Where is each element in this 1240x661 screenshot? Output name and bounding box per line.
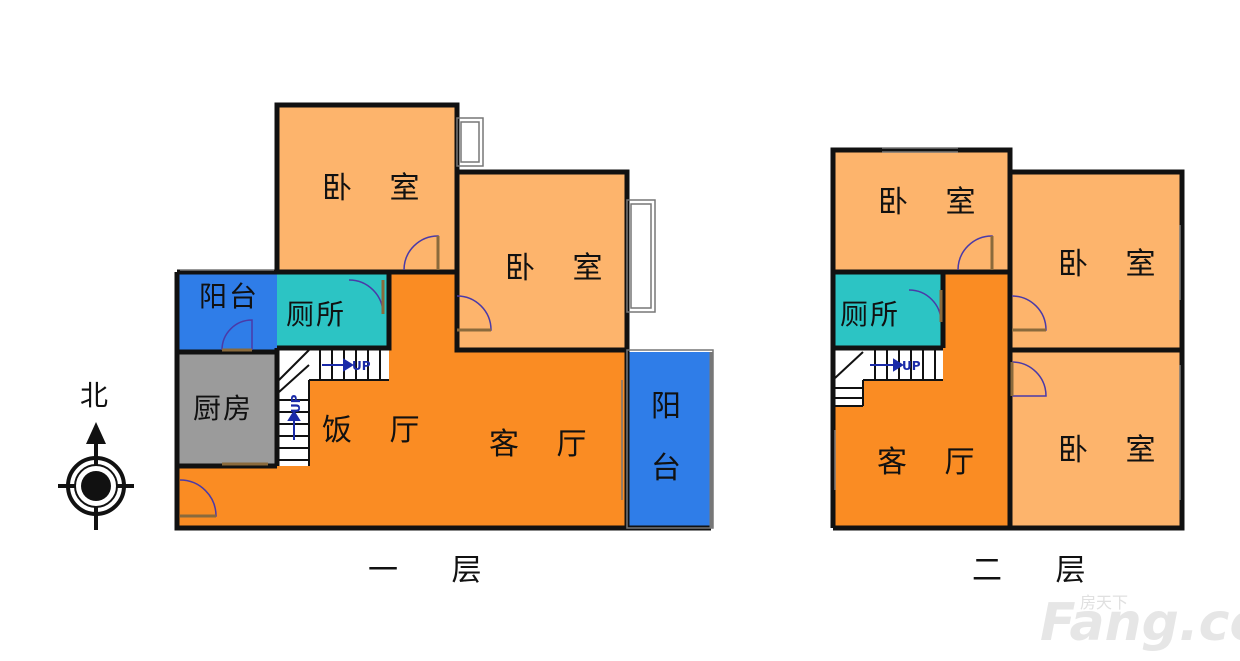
f2-toilet-label: 厕所 [840,298,900,331]
north-compass: 北 [58,379,134,530]
balcony-west-fill [177,272,277,352]
floor-1: UP UP [174,102,714,588]
stair-up-label-1: UP [352,359,371,373]
floor-1-windows [180,117,714,529]
f1-kitchen-label: 厨房 [193,392,253,425]
f1-toilet-label: 厕所 [286,298,346,331]
f1-living-label: 客 厅 [489,427,601,462]
floor-2-windows [834,147,1181,500]
toilet-fill [277,272,389,348]
f2-bedroom-nw-fill [833,150,1010,272]
f2-stair-up-label: UP [902,359,921,373]
compass-north-label: 北 [80,379,110,412]
f2-bedroom-ne-fill [1010,172,1182,350]
f1-balcony-east-label-2: 台 [651,451,695,486]
compass-center [81,471,111,501]
watermark-logo: Fang.com [1040,593,1240,653]
balcony-east-fill [627,352,711,528]
stair-up-label-2: UP [289,394,303,413]
watermark-small-text: 房天下 [1080,593,1128,612]
staircase-1: UP UP [278,349,389,466]
f2-living-label: 客 厅 [877,445,989,480]
f2-bedroom-nw-label: 卧 室 [878,185,990,220]
f1-balcony-west-label: 阳台 [199,280,259,313]
compass-ring [66,456,126,516]
f2-bedroom-ne-label: 卧 室 [1058,247,1170,282]
f2-bedroom-se-fill [1010,350,1182,528]
f1-bedroom-1-label: 卧 室 [322,171,434,206]
floor-2: UP [830,147,1185,588]
f2-living-fill [833,272,1010,528]
floor-2-label: 二 层 [972,553,1108,588]
f1-dining-label: 饭 厅 [322,413,434,448]
f2-bedroom-se-label: 卧 室 [1058,433,1170,468]
floor-1-label: 一 层 [368,553,504,588]
kitchen-fill [177,352,277,466]
north-arrow-icon [86,422,106,444]
f1-bedroom-2-label: 卧 室 [505,251,617,286]
staircase-2: UP [834,350,943,407]
watermark: 房天下 Fang.com [1040,593,1240,653]
f1-balcony-east-label-1: 阳 [651,389,695,424]
bedroom-2-fill [457,172,627,350]
f2-toilet-fill [833,272,943,348]
bedroom-1-fill [277,105,457,270]
floor-2-walls [830,147,1185,531]
floor-2-door-leaves [939,236,1046,396]
floor-1-door-leaves [180,236,491,518]
